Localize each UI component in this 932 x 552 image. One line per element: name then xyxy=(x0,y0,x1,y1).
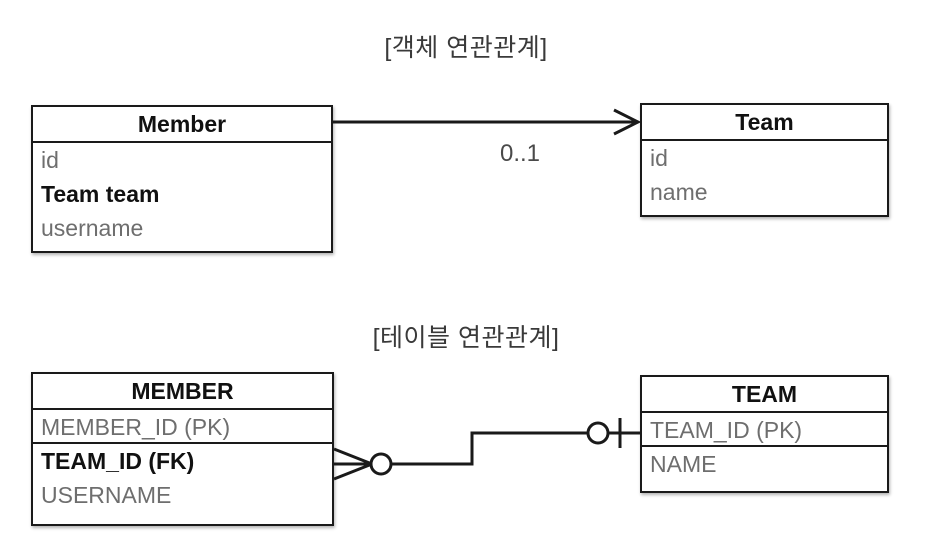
attribute-row: username xyxy=(41,215,144,241)
attribute-row: id xyxy=(650,145,668,171)
table-box-team[interactable]: TEAM TEAM_ID (PK) NAME xyxy=(640,375,889,493)
attribute-row: Team team xyxy=(41,181,160,207)
column-row: USERNAME xyxy=(41,482,172,508)
column-row: TEAM_ID (FK) xyxy=(41,448,195,474)
multiplicity-label: 0..1 xyxy=(500,140,541,167)
table-columns-member: MEMBER_ID (PK) TEAM_ID (FK) USERNAME xyxy=(33,410,332,512)
class-name-team: Team xyxy=(642,105,887,141)
table-name-member: MEMBER xyxy=(33,374,332,410)
class-box-member[interactable]: Member id Team team username xyxy=(31,105,333,253)
class-name-member: Member xyxy=(33,107,331,143)
class-attributes-member: id Team team username xyxy=(33,143,331,245)
column-row: NAME xyxy=(650,451,717,477)
zero-ring-member-side xyxy=(369,452,393,476)
object-association-title: [객체 연관관계] xyxy=(384,34,548,62)
table-association-title: [테이블 연관관계] xyxy=(372,324,560,352)
column-row: TEAM_ID (PK) xyxy=(642,413,887,447)
table-columns-team: TEAM_ID (PK) NAME xyxy=(642,413,887,481)
table-box-member[interactable]: MEMBER MEMBER_ID (PK) TEAM_ID (FK) USERN… xyxy=(31,372,334,526)
crowsfoot-many-marker xyxy=(333,447,373,481)
zero-ring-team-side xyxy=(586,421,610,445)
column-row: MEMBER_ID (PK) xyxy=(33,410,332,444)
table-name-team: TEAM xyxy=(642,377,887,413)
attribute-row: id xyxy=(41,147,59,173)
class-box-team[interactable]: Team id name xyxy=(640,103,889,217)
class-attributes-team: id name xyxy=(642,141,887,209)
attribute-row: name xyxy=(650,179,708,205)
